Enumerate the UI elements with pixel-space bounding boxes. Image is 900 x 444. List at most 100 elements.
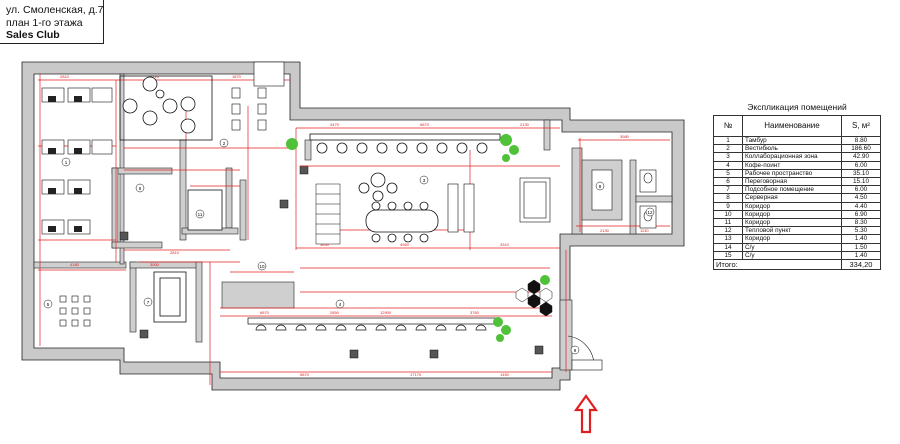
room-name: Тепловой пункт [742,226,842,236]
room-marker-label: 8 [599,184,602,189]
total-value: 334,20 [841,259,881,271]
column-header-number: № [713,115,743,137]
room-number: 10 [713,209,743,220]
room-number: 5 [713,168,743,179]
room-area: 5.30 [841,226,881,236]
room-number: 12 [713,226,743,236]
room-markers [43,138,655,355]
svg-text:12900: 12900 [380,310,392,315]
svg-text:3310: 3310 [500,242,510,247]
svg-text:2810: 2810 [170,250,180,255]
room-name: С/у [742,242,842,252]
toilets [591,169,657,229]
room-area: 4.40 [841,201,881,211]
table-header-row: № Наименование S, м² [713,115,881,137]
svg-text:5870: 5870 [300,372,310,377]
svg-text:3980: 3980 [620,134,630,139]
svg-text:2130: 2130 [600,228,610,233]
meeting-room-chairs [59,295,91,327]
entrance-arrow-icon [573,394,599,434]
room-area: 8.80 [841,135,881,146]
room-marker-label: 4 [339,302,342,307]
svg-text:3760: 3760 [470,310,480,315]
svg-text:2130: 2130 [520,122,530,127]
bar-stools-top [309,133,501,154]
svg-text:2810: 2810 [60,74,70,79]
room-name: Коридор [742,209,842,220]
stairs [315,183,341,245]
room-area: 35.10 [841,168,881,179]
room-marker-label: 5 [47,302,50,307]
room-area: 1.40 [841,250,881,261]
room-name: Коридор [742,201,842,211]
room-name: Серверная [742,193,842,203]
svg-text:3650: 3650 [320,242,330,247]
dimension-lines [38,74,670,385]
room-name: Тамбур [742,135,842,146]
room-area: 1.40 [841,234,881,244]
room-marker-label: 9 [574,348,577,353]
chair-row [231,61,285,131]
room-area: 8.30 [841,218,881,228]
utility-block [153,189,223,323]
room-marker-label: 10 [259,264,265,269]
room-marker-label: 1 [65,160,68,165]
room-name: Коридор [742,218,842,228]
total-label: Итого: [713,259,842,271]
room-area: 1.50 [841,242,881,252]
svg-text:1130: 1130 [640,228,649,233]
desk-cluster [41,87,113,235]
room-area: 6.00 [841,185,881,195]
meeting-table [365,201,439,243]
room-area: 6.90 [841,209,881,220]
bar-stools-bottom [247,317,499,331]
lounge-chairs [119,75,213,141]
svg-text:17170: 17170 [410,372,422,377]
room-number: 9 [713,201,743,211]
room-area: 15.10 [841,177,881,187]
room-explication: Экспликация помещений № Наименование S, … [713,102,881,271]
svg-text:4210: 4210 [150,74,160,79]
room-area: 4.50 [841,193,881,203]
svg-text:1870: 1870 [232,74,242,79]
hexagon-panel [515,279,553,317]
round-tables [358,172,398,202]
plants [286,134,550,342]
long-tables [447,177,551,233]
floor-label: план 1-го этажа [6,16,83,29]
svg-text:3470: 3470 [330,122,340,127]
svg-text:1450: 1450 [500,372,510,377]
room-area: 6.00 [841,160,881,170]
address: ул. Смоленская, д.7 [6,4,104,16]
room-name: Коллаборационная зона [742,152,842,162]
svg-text:4960: 4960 [400,242,410,247]
room-number: 4 [713,160,743,170]
room-name: Рабочее пространство [742,168,842,179]
svg-text:6870: 6870 [420,122,430,127]
room-name: С/у [742,250,842,261]
room-number: 3 [713,152,743,162]
room-marker-label: 6 [139,186,142,191]
room-area: 186.60 [841,144,881,154]
room-name: Переговорная [742,177,842,187]
room-name: Коридор [742,234,842,244]
room-marker-label: 7 [147,300,150,305]
room-marker-label: 11 [198,212,203,217]
room-number: 6 [713,177,743,187]
room-number: 14 [713,242,743,252]
room-name: Вестибюль [742,144,842,154]
